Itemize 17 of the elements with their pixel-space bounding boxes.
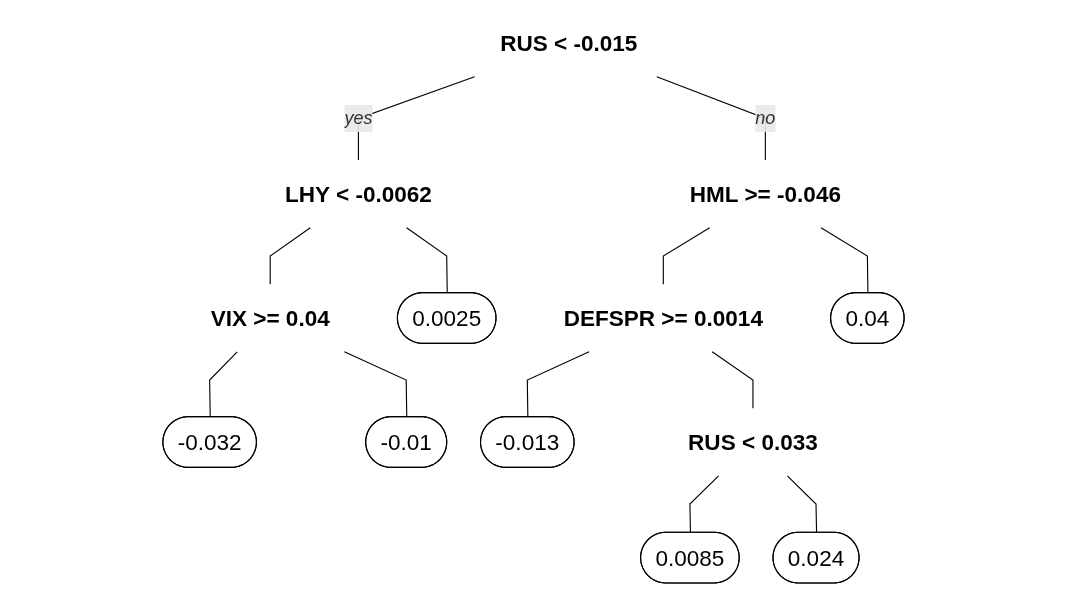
edge-label: no — [755, 108, 776, 128]
connector — [786, 475, 818, 534]
connector — [820, 227, 869, 294]
connector — [406, 227, 448, 294]
connector — [689, 475, 720, 534]
connector — [209, 351, 238, 418]
node-text: VIX >= 0.04 — [210, 305, 330, 331]
node-text: DEFSPR >= 0.0014 — [563, 305, 763, 331]
node-text: RUS < -0.015 — [500, 30, 638, 56]
node-text: RUS < 0.033 — [688, 429, 818, 455]
node-text: HML >= -0.046 — [689, 181, 841, 207]
connector — [343, 351, 408, 418]
connector — [269, 227, 311, 285]
connector — [526, 351, 590, 418]
connector — [711, 351, 754, 409]
node-text: LHY < -0.0062 — [285, 181, 432, 207]
connector — [662, 227, 711, 285]
